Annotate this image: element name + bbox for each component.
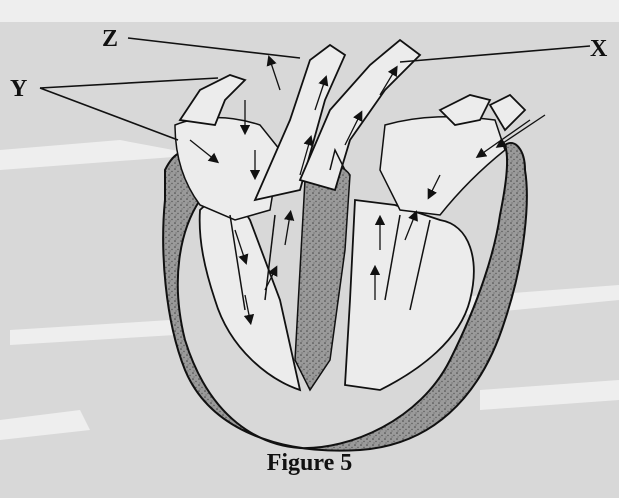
label-y: Y [10, 76, 27, 102]
figure-caption: Figure 5 [0, 450, 619, 477]
septum [295, 164, 350, 390]
left-atrium [380, 117, 505, 215]
vena-cava-vessel [180, 75, 245, 125]
right-ventricle [200, 200, 300, 390]
label-x: X [590, 36, 608, 62]
label-z: Z [102, 26, 118, 52]
